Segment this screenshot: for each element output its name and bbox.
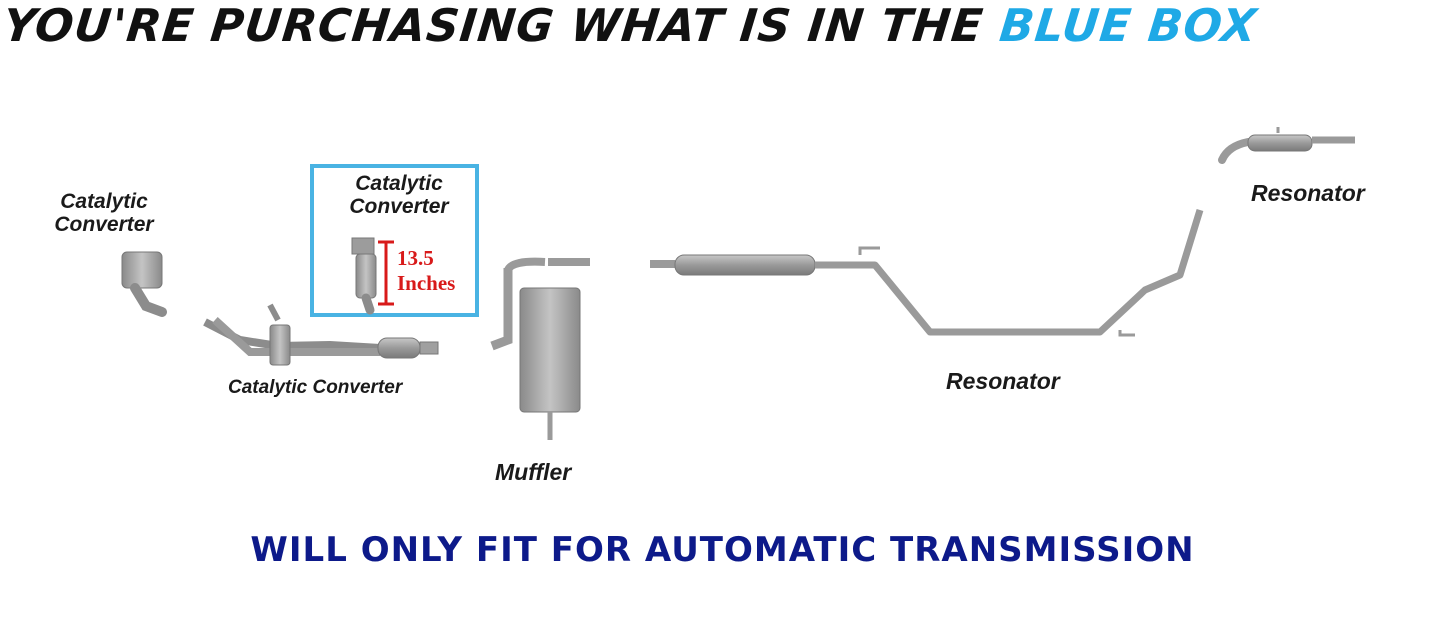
resonator-tail-part (1218, 127, 1355, 164)
measurement-unit: Inches (397, 271, 456, 296)
catalytic-converter-left-label: Catalytic Converter (36, 190, 172, 236)
measurement-value: 13.5 (397, 246, 434, 270)
measurement-label: 13.5 Inches (397, 246, 455, 296)
fitment-note: WILL ONLY FIT FOR AUTOMATIC TRANSMISSION (250, 530, 1195, 570)
label-line: Converter (54, 213, 154, 237)
catalytic-converter-left-part (121, 251, 167, 317)
label-line: Catalytic (60, 190, 148, 213)
catalytic-converter-boxed-label: Catalytic Converter (326, 172, 472, 218)
muffler-part (490, 257, 590, 440)
label-line: Catalytic (355, 172, 443, 195)
resonator-middle-label: Resonator (946, 368, 1060, 394)
catalytic-converter-lower-label: Catalytic Converter (228, 377, 403, 398)
resonator-tail-label: Resonator (1251, 180, 1365, 206)
catalytic-converter-lower-part (203, 303, 439, 366)
purchased-part-box (310, 164, 479, 317)
label-line: Converter (349, 195, 449, 219)
catalytic-converter-boxed-part (351, 237, 394, 315)
resonator-middle-part (650, 208, 1204, 337)
muffler-label: Muffler (495, 459, 572, 485)
